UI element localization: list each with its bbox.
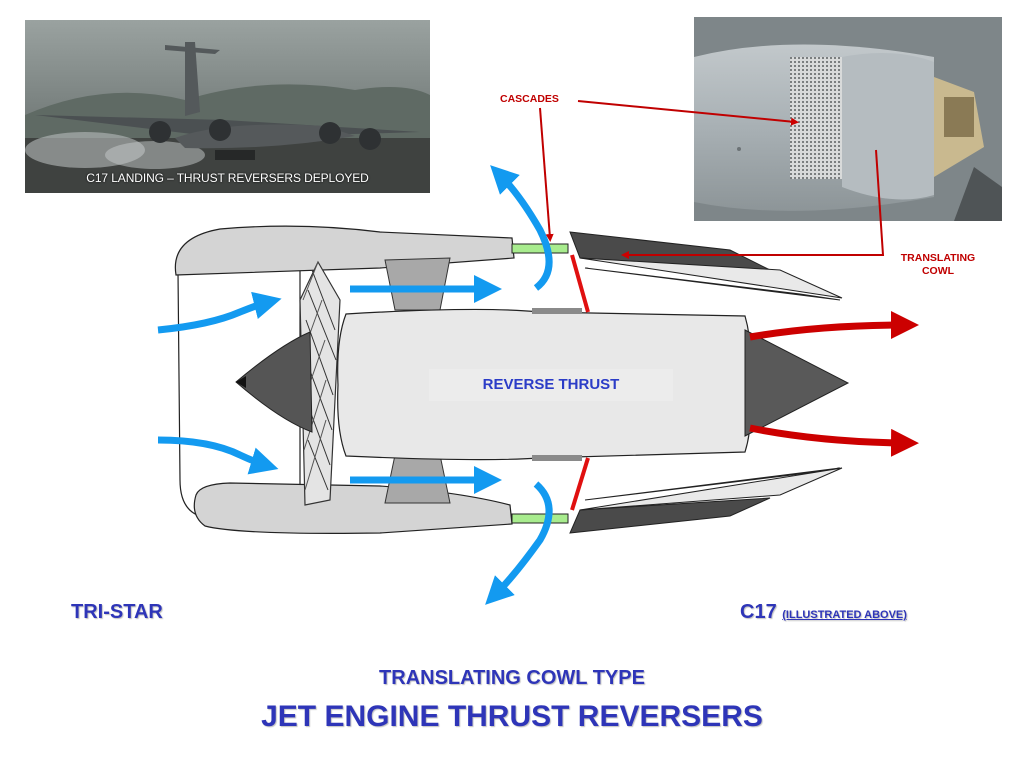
lower-translating-cowl [569,497,771,534]
lower-blocker-door [570,457,590,511]
c17-label-note: (ILLUSTRATED ABOVE) [782,609,907,621]
c17-landing-photo: C17 LANDING – THRUST REVERSERS DEPLOYED [25,20,430,193]
upper-blocker-door [570,254,590,313]
upper-cowl-inner [579,257,843,299]
lower-cowl-inner [579,467,843,511]
intake-airflow-arrow-upper [157,291,282,334]
c17-landing-image [25,20,430,193]
translating-cowl-callout-line1: TRANSLATING [900,252,976,264]
cascades-leader-photo [577,100,799,126]
translating-cowl-callout: TRANSLATING COWL [884,252,992,278]
reverse-airflow-arrow-upper [490,165,553,291]
photo-caption: C17 LANDING – THRUST REVERSERS DEPLOYED [86,171,369,185]
c17-label: C17 (ILLUSTRATED ABOVE) [740,601,907,624]
upper-fixed-cowl [174,225,515,276]
cowl-leader [621,149,885,259]
tri-star-label: TRI-STAR [71,601,163,623]
upper-strut [384,257,451,311]
intake-airflow-arrow-lower [157,436,279,475]
reverse-airflow-arrow-lower [485,481,553,605]
exhaust-arrow-lower [749,424,919,457]
exhaust-cone [744,329,850,437]
exhaust-arrow-upper [749,311,919,341]
cascades-callout: CASCADES [500,93,559,105]
upper-cascade [511,243,569,254]
slide-subtitle: TRANSLATING COWL TYPE [379,667,645,689]
reverse-thrust-label: REVERSE THRUST [429,369,673,401]
c17-label-text: C17 [740,601,777,623]
lower-cascade [511,513,569,524]
slide-title: JET ENGINE THRUST REVERSERS [261,700,763,733]
engine-cowl-photo [694,17,1002,221]
translating-cowl-callout-line2: COWL [921,265,955,277]
engine-cowl-image [694,17,1002,221]
spinner [235,331,313,433]
lower-fixed-cowl [193,482,513,534]
cascades-leader-down [539,107,554,242]
